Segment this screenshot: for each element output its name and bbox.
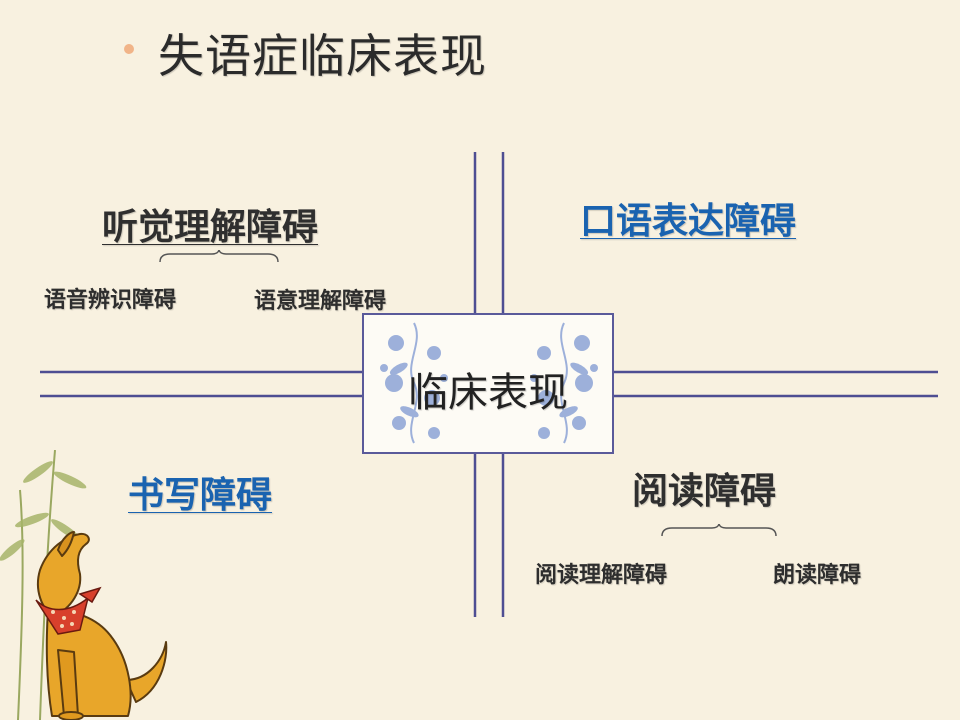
slide-title: 失语症临床表现	[158, 29, 487, 83]
sub-reading-comprehension: 阅读理解障碍	[535, 562, 668, 588]
center-box	[362, 313, 614, 454]
center-label: 临床表现	[408, 370, 568, 416]
category-auditory-comprehension: 听觉理解障碍	[102, 206, 319, 248]
category-reading: 阅读障碍	[632, 470, 777, 512]
sub-phonetic-recognition: 语音辨识障碍	[44, 287, 177, 313]
brace-icon	[661, 524, 777, 537]
category-writing-link[interactable]: 书写障碍	[128, 474, 273, 516]
howling-dog-illustration-icon	[35, 531, 168, 720]
bullet-dot-icon	[124, 44, 134, 54]
category-oral-expression-link[interactable]: 口语表达障碍	[580, 200, 797, 242]
brace-icon	[159, 250, 279, 263]
sub-semantic-comprehension: 语意理解障碍	[254, 288, 387, 314]
blue-floral-pattern-icon	[380, 322, 598, 444]
sub-reading-aloud: 朗读障碍	[773, 562, 862, 588]
